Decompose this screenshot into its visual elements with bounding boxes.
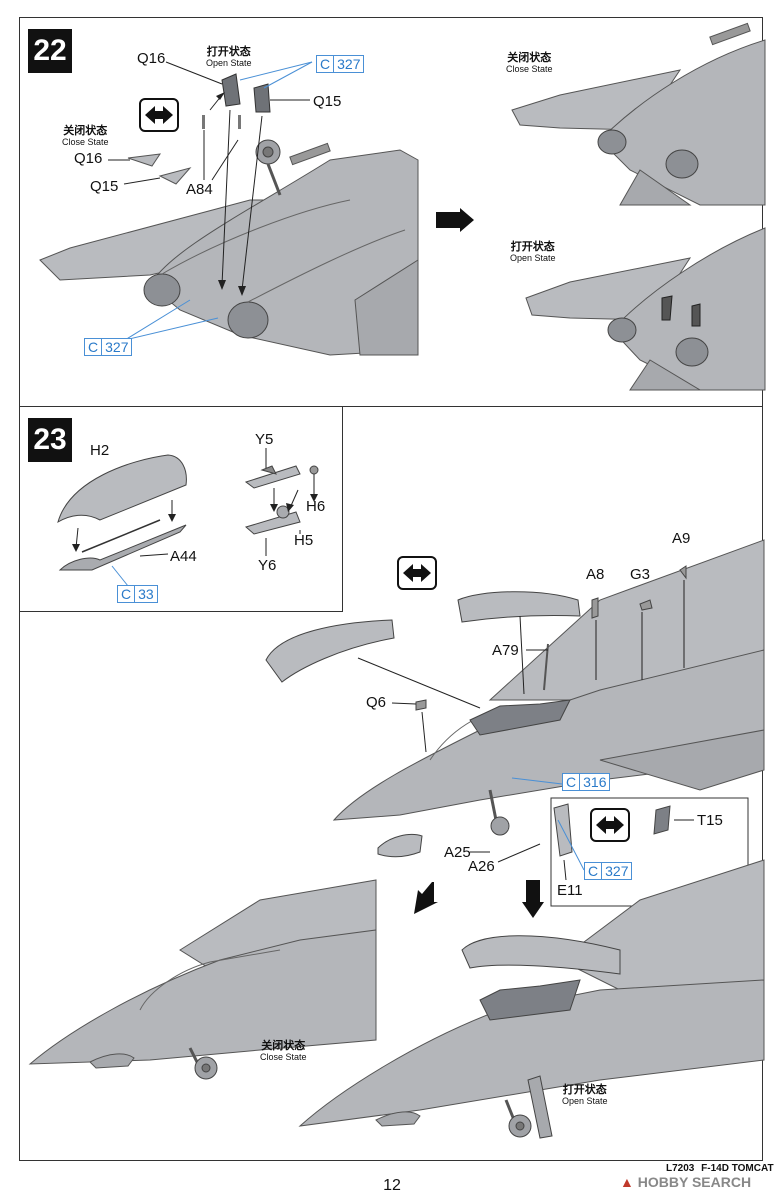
paint-ref-c316: C 316 bbox=[562, 773, 611, 791]
step-23-open-en: Open State bbox=[562, 1096, 608, 1106]
step-22-result-arrow-icon bbox=[436, 208, 474, 232]
part-q15-label: Q15 bbox=[313, 93, 342, 110]
result-arrow-down-icon bbox=[522, 880, 544, 918]
result-open-en: Open State bbox=[510, 253, 556, 263]
open-state-caption: 打开状态 Open State bbox=[206, 45, 252, 69]
part-a79-label: A79 bbox=[492, 642, 519, 659]
result-open-cn: 打开状态 bbox=[510, 240, 555, 253]
result-close-caption: 关闭状态 Close State bbox=[506, 51, 553, 75]
part-h6-label: H6 bbox=[306, 498, 326, 515]
step-23-close-en: Close State bbox=[260, 1052, 307, 1062]
paint-ref-c327-inset: C 327 bbox=[584, 862, 633, 880]
part-a84-label: A84 bbox=[186, 181, 213, 198]
paint-ref-letter: C bbox=[585, 863, 603, 879]
part-h2-label: H2 bbox=[90, 442, 110, 459]
watermark-text: HOBBY SEARCH bbox=[637, 1174, 752, 1190]
paint-ref-c327-bottom: C 327 bbox=[84, 338, 133, 356]
model-info: L7203 F-14D TOMCAT bbox=[666, 1163, 774, 1174]
paint-ref-letter: C bbox=[317, 56, 335, 72]
step-23-close-caption: 关闭状态 Close State bbox=[260, 1039, 307, 1063]
watermark-icon: ▲ bbox=[620, 1174, 634, 1190]
part-y5-label: Y5 bbox=[255, 431, 274, 448]
paint-ref-number: 33 bbox=[138, 586, 154, 602]
part-g3-label: G3 bbox=[630, 566, 651, 583]
swap-arrows-icon-inset bbox=[590, 808, 630, 842]
paint-ref-letter: C bbox=[563, 774, 581, 790]
paint-ref-number: 327 bbox=[605, 863, 629, 879]
step-23-close-cn: 关闭状态 bbox=[261, 1039, 306, 1052]
step-23-subassembly-box bbox=[19, 406, 343, 612]
result-open-caption: 打开状态 Open State bbox=[510, 240, 556, 264]
swap-arrows-icon bbox=[139, 98, 179, 132]
part-a8-label: A8 bbox=[586, 566, 605, 583]
paint-ref-c33: C 33 bbox=[117, 585, 158, 603]
model-name: F-14D TOMCAT bbox=[701, 1163, 774, 1174]
open-state-en: Open State bbox=[206, 58, 252, 68]
paint-ref-number: 316 bbox=[583, 774, 607, 790]
part-y6-label: Y6 bbox=[258, 557, 277, 574]
part-a9-label: A9 bbox=[672, 530, 691, 547]
close-state-caption: 关闭状态 Close State bbox=[62, 124, 109, 148]
watermark-logo: ▲ HOBBY SEARCH bbox=[620, 1174, 751, 1190]
page-number: 12 bbox=[383, 1177, 401, 1194]
step-23-open-cn: 打开状态 bbox=[562, 1083, 607, 1096]
part-a44-label: A44 bbox=[170, 548, 197, 565]
close-state-en: Close State bbox=[62, 137, 109, 147]
paint-ref-c327-top: C 327 bbox=[316, 55, 365, 73]
part-a26-label: A26 bbox=[468, 858, 495, 875]
part-q6-label: Q6 bbox=[366, 694, 387, 711]
step-23-number: 23 bbox=[28, 418, 72, 462]
part-t15-label: T15 bbox=[697, 812, 723, 829]
part-a25-label: A25 bbox=[444, 844, 471, 861]
step-23-open-caption: 打开状态 Open State bbox=[562, 1083, 608, 1107]
step-23-outer-frame bbox=[19, 406, 763, 1161]
paint-ref-number: 327 bbox=[105, 339, 129, 355]
result-close-en: Close State bbox=[506, 64, 553, 74]
part-q16-close-label: Q16 bbox=[74, 150, 103, 167]
paint-ref-number: 327 bbox=[337, 56, 361, 72]
part-q16-label: Q16 bbox=[137, 50, 166, 67]
result-arrow-left-icon bbox=[414, 882, 438, 914]
part-h5-label: H5 bbox=[294, 532, 314, 549]
result-close-cn: 关闭状态 bbox=[507, 51, 552, 64]
close-state-cn: 关闭状态 bbox=[63, 124, 108, 137]
model-code: L7203 bbox=[666, 1163, 695, 1174]
swap-arrows-icon bbox=[397, 556, 437, 590]
part-e11-label: E11 bbox=[557, 882, 583, 899]
step-22-number: 22 bbox=[28, 29, 72, 73]
open-state-cn: 打开状态 bbox=[206, 45, 251, 58]
paint-ref-letter: C bbox=[85, 339, 103, 355]
part-q15-close-label: Q15 bbox=[90, 178, 119, 195]
paint-ref-letter: C bbox=[118, 586, 136, 602]
